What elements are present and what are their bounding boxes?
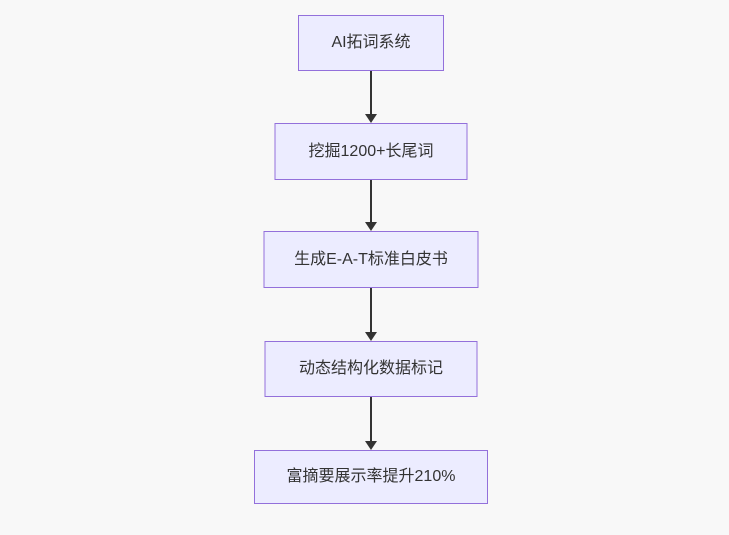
arrowhead-down-icon [365,332,377,341]
node-generate-eat-whitepaper: 生成E-A-T标准白皮书 [263,231,479,288]
node-label: 生成E-A-T标准白皮书 [294,250,448,268]
edge-line [370,288,372,332]
arrowhead-down-icon [365,114,377,123]
flow-edge [365,288,377,341]
node-ai-expansion-system: AI拓词系统 [298,15,444,71]
edge-line [370,71,372,114]
node-label: 挖掘1200+长尾词 [308,142,434,160]
flow-edge [365,180,377,231]
edge-line [370,397,372,441]
node-mine-longtail-words: 挖掘1200+长尾词 [274,123,468,180]
node-label: AI拓词系统 [331,34,411,52]
node-rich-snippet-result: 富摘要展示率提升210% [254,450,488,504]
node-label: 动态结构化数据标记 [298,360,443,378]
flow-edge [365,71,377,123]
arrowhead-down-icon [365,222,377,231]
arrowhead-down-icon [365,441,377,450]
node-label: 富摘要展示率提升210% [286,468,456,486]
node-structured-data-markup: 动态结构化数据标记 [264,341,478,397]
flow-edge [365,397,377,450]
edge-line [370,180,372,222]
